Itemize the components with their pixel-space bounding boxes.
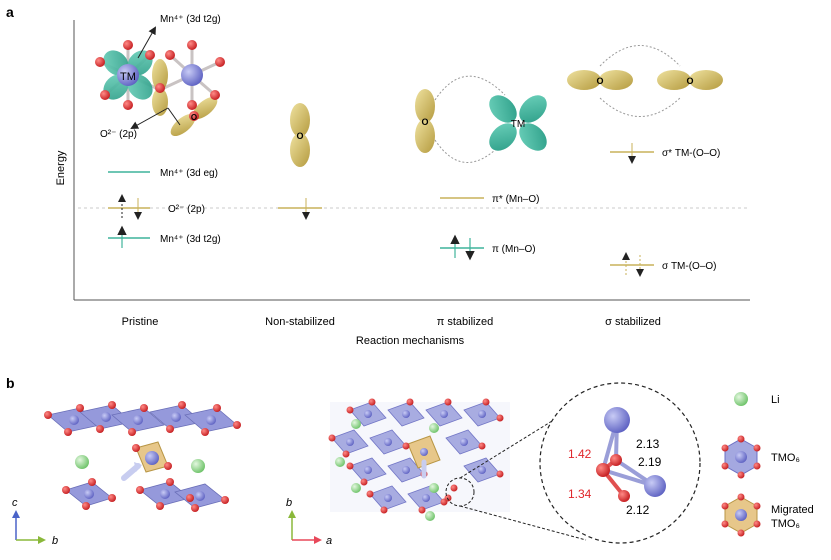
legend: Li TMO₆ Migrated TMO₆	[721, 392, 814, 537]
layered-structure-side-view	[44, 401, 241, 512]
legend-tmo6: TMO₆	[771, 452, 800, 464]
o-atom	[610, 454, 622, 466]
column-non-stabilized: Non-stabilized	[265, 316, 335, 328]
column-labels: Pristine Non-stabilized π stabilized σ s…	[122, 316, 661, 328]
legend-migrated-line2: TMO₆	[771, 518, 800, 530]
pi-stabilized-group: O TM π* (Mn–O) π (Mn–O)	[415, 75, 547, 261]
tm-atom	[117, 64, 139, 86]
o-label: O	[596, 76, 603, 86]
callout-arrow	[167, 107, 181, 126]
li-atom	[191, 459, 205, 473]
callout-arrow	[137, 26, 156, 59]
tmo6-legend-icon	[721, 435, 761, 479]
p-orbital-icon	[415, 119, 435, 153]
d-orbital-icon	[489, 95, 547, 151]
axis-b-label: b	[286, 497, 292, 509]
non-stabilized-group: O	[278, 103, 322, 220]
axis-b-label: b	[52, 535, 58, 547]
p-orbital-icon	[415, 89, 435, 123]
label-mn-t2g: Mn⁴⁺ (3d t2g)	[160, 234, 221, 245]
distance-label: 2.19	[638, 455, 662, 469]
tm-atom	[181, 64, 203, 86]
o-label: O	[421, 117, 428, 127]
p-orbital-icon	[657, 70, 691, 90]
axis-c-label: c	[12, 497, 18, 509]
o-label: O	[686, 76, 693, 86]
pristine-structure: TM O Mn⁴⁺ (3d t2g) O²⁻ (2p)	[95, 14, 225, 140]
o-atom	[596, 463, 610, 477]
callout-arrow	[130, 107, 169, 129]
sigma-stabilized-group: O O σ* TM-(O–O) σ TM-(O–O)	[567, 45, 723, 277]
label-mn-eg: Mn⁴⁺ (3d eg)	[160, 168, 218, 179]
interaction-arc	[434, 75, 506, 101]
energy-axis-label: Energy	[55, 150, 67, 185]
column-pi-stabilized: π stabilized	[437, 316, 494, 328]
migrated-tmo6-legend-icon	[721, 493, 761, 537]
label-o-2p: O²⁻ (2p)	[168, 204, 205, 215]
distance-label-oo: 1.42	[568, 447, 592, 461]
callout-mn-t2g: Mn⁴⁺ (3d t2g)	[160, 14, 221, 25]
label-pi-antibond: π* (Mn–O)	[492, 194, 539, 205]
p-orbital-icon	[567, 70, 601, 90]
interaction-arc	[599, 97, 681, 117]
axes-mid: b a	[286, 497, 332, 547]
distance-label: 2.13	[636, 437, 660, 451]
o-atom	[618, 490, 630, 502]
p-orbital-icon	[290, 133, 310, 167]
column-sigma-stabilized: σ stabilized	[605, 316, 661, 328]
o-label: O	[191, 113, 197, 122]
panel-a-label: a	[6, 4, 14, 20]
label-sigma-antibond: σ* TM-(O–O)	[662, 148, 720, 159]
column-pristine: Pristine	[122, 316, 159, 328]
li-atom	[75, 455, 89, 469]
panel-b-label: b	[6, 375, 15, 391]
legend-migrated-line1: Migrated	[771, 504, 814, 516]
label-sigma-bond: σ TM-(O–O)	[662, 261, 717, 272]
legend-li: Li	[771, 394, 780, 406]
callout-o-2p: O²⁻ (2p)	[100, 129, 137, 140]
axes-left: c b	[12, 497, 58, 547]
li-legend-icon	[734, 392, 748, 406]
tm-label: TM	[120, 71, 136, 83]
pristine-levels: Mn⁴⁺ (3d eg) O²⁻ (2p) Mn⁴⁺ (3d t2g)	[108, 168, 221, 248]
tm-label: TM	[511, 119, 525, 130]
axis-a-label: a	[326, 535, 332, 547]
interaction-arc	[434, 139, 506, 163]
tm-atom	[604, 407, 630, 433]
distance-label-oo: 1.34	[568, 487, 592, 501]
x-axis-label: Reaction mechanisms	[356, 335, 465, 347]
tm-atom	[644, 475, 666, 497]
p-orbital-icon	[290, 103, 310, 137]
zoom-inset: 2.13 2.19 2.12 1.42 1.34	[539, 382, 701, 544]
o-2p-orbital-icon	[152, 59, 218, 137]
layered-structure-top-view	[328, 398, 587, 541]
p-orbital-icon	[599, 70, 633, 90]
label-pi-bond: π (Mn–O)	[492, 244, 536, 255]
p-orbital-icon	[689, 70, 723, 90]
o-label: O	[296, 131, 303, 141]
distance-label: 2.12	[626, 503, 650, 517]
interaction-arc	[599, 45, 681, 67]
